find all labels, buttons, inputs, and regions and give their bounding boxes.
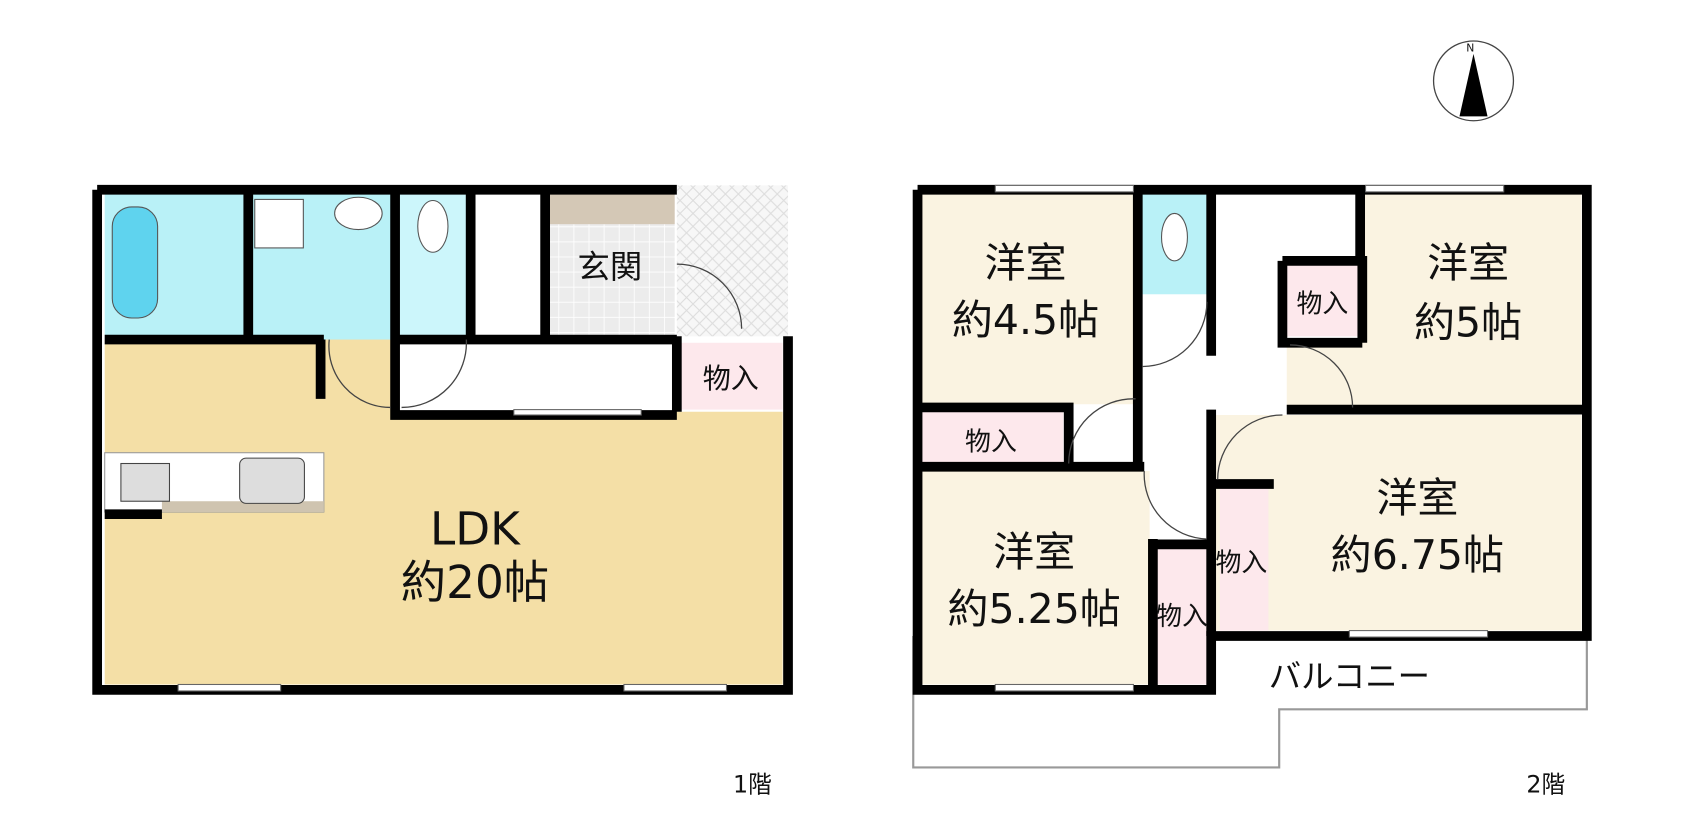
room-a-area: [919, 191, 1136, 405]
room-b-label: 洋室: [1427, 239, 1509, 287]
storage-1f-area: [680, 342, 783, 410]
windows-2f: [994, 184, 1505, 692]
ldk-size: 約20帖: [401, 556, 549, 609]
floor-1: 玄関 物入 LDK 約20帖 1階: [92, 184, 793, 798]
storage3-area: [1157, 542, 1207, 685]
ldk-area: [104, 339, 783, 685]
washer-icon: [254, 198, 304, 249]
ldk-label: LDK: [430, 502, 521, 555]
compass-icon: N: [1432, 40, 1515, 122]
room-c-label: 洋室: [993, 528, 1075, 576]
toilet-2f-icon: [1160, 212, 1188, 262]
counter-edge: [161, 501, 324, 513]
floor1-caption: 1階: [733, 770, 772, 798]
room-b-size: 約5帖: [1414, 298, 1522, 346]
storage4-area: [1219, 487, 1269, 631]
balcony-outline: [912, 635, 1588, 769]
storage2-label: 物入: [1296, 290, 1348, 320]
doors-2f: [1068, 301, 1354, 540]
room-c-area: [919, 471, 1150, 685]
stairs-1f: [474, 191, 546, 340]
windows-1f: [177, 409, 728, 692]
room-d-size: 約6.75帖: [1331, 531, 1504, 579]
hall-1f: [390, 339, 675, 412]
floor-2: 洋室 約4.5帖 洋室 約5帖 洋室 約5.25帖 洋室 約6.75帖 物入 物…: [912, 184, 1592, 798]
basin-icon: [334, 196, 383, 231]
doors-1f: [328, 263, 743, 409]
room-d-area: [1214, 415, 1582, 631]
walls-1f: [92, 184, 793, 695]
storage4-label: 物入: [1216, 548, 1268, 578]
walls-2f: [912, 184, 1592, 695]
storage3-label: 物入: [1156, 602, 1208, 632]
sink-icon: [239, 457, 305, 504]
storage-label: 物入: [703, 362, 759, 395]
porch: [676, 185, 789, 337]
storage1-area: [919, 409, 1064, 464]
bathtub-icon: [111, 206, 159, 319]
room-d-label: 洋室: [1376, 474, 1458, 522]
floor2-caption: 2階: [1526, 770, 1565, 798]
room-c-size: 約5.25帖: [947, 585, 1120, 633]
storage1-label: 物入: [965, 428, 1017, 458]
entrance-label: 玄関: [578, 248, 643, 286]
room-a-size: 約4.5帖: [952, 296, 1099, 344]
compass-label: N: [1466, 42, 1474, 55]
stove-icon: [120, 462, 171, 502]
shoe-box: [548, 191, 675, 225]
toilet-icon: [417, 199, 449, 253]
storage2-area: [1286, 260, 1358, 337]
balcony-label: バルコニー: [1269, 658, 1430, 696]
room-a-label: 洋室: [984, 239, 1066, 287]
